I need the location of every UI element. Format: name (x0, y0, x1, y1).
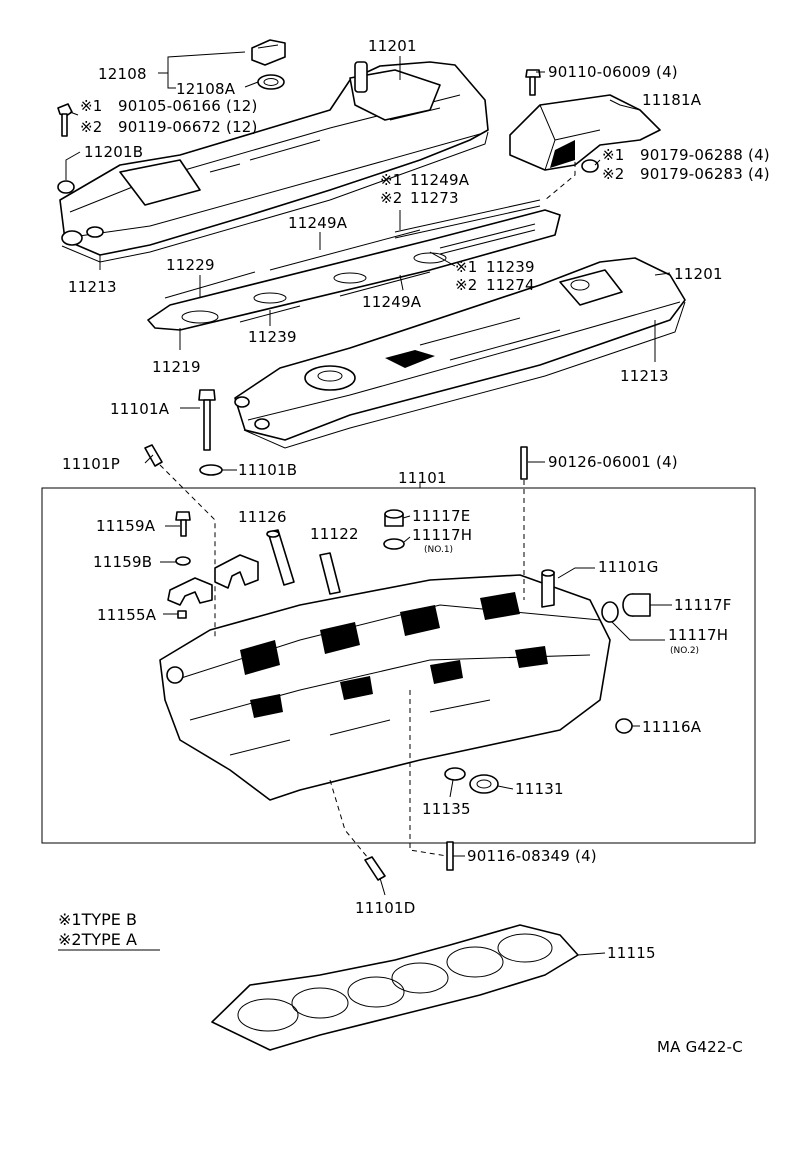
label-11159A[interactable]: 11159A (96, 517, 156, 535)
stud-90126[interactable] (520, 446, 528, 480)
pin-11101D[interactable] (364, 856, 386, 881)
tube-11101G[interactable] (541, 569, 555, 608)
label-11131[interactable]: 11131 (515, 780, 564, 798)
label-11249A-note[interactable]: 11249A (410, 171, 470, 189)
label-11117H-no1-note: (NO.1) (424, 545, 453, 555)
oil-filler-cap[interactable] (251, 39, 286, 66)
note-mark-1-a: ※1 (80, 97, 103, 115)
label-11239-note[interactable]: 11239 (486, 258, 535, 276)
label-11116A[interactable]: 11116A (642, 718, 702, 736)
head-bolt-11101A[interactable] (198, 389, 216, 451)
cylinder-head[interactable] (159, 574, 611, 801)
label-11229[interactable]: 11229 (166, 256, 215, 274)
label-11249A-a[interactable]: 11249A (288, 214, 348, 232)
diagram-reference-code: MA G422-C (657, 1038, 743, 1056)
valve-guide-11126[interactable] (266, 529, 295, 586)
label-90179-1[interactable]: 90179-06288 (4) (640, 146, 770, 164)
washer-11159B[interactable] (175, 556, 191, 566)
leader-lines (65, 51, 672, 956)
label-11213-right[interactable]: 11213 (620, 367, 669, 385)
plug-11116A[interactable] (615, 718, 633, 734)
cover-bolt-90110[interactable] (525, 69, 541, 96)
ring-11117H-no1[interactable] (383, 538, 405, 550)
note-mark-2-d: ※2 (455, 276, 478, 294)
cover-grommet-90179[interactable] (581, 159, 599, 173)
head-cover-gasket-11219[interactable] (147, 199, 561, 331)
label-11117H-no2[interactable]: 11117H (668, 626, 728, 644)
plug-11117F[interactable] (622, 593, 651, 617)
oil-filler-cap-gasket[interactable] (257, 74, 285, 90)
cylinder-head-cover-rear[interactable] (234, 257, 686, 449)
label-11181A[interactable]: 11181A (642, 91, 702, 109)
bearing-cap-right[interactable] (214, 554, 259, 589)
label-11122[interactable]: 11122 (310, 525, 359, 543)
bearing-cap-left[interactable] (167, 577, 213, 606)
label-11101B[interactable]: 11101B (238, 461, 297, 479)
note-mark-2-a: ※2 (80, 118, 103, 136)
legend-type-a: ※2TYPE A (58, 930, 137, 949)
note-mark-1-c: ※1 (380, 171, 403, 189)
label-11239[interactable]: 11239 (248, 328, 297, 346)
label-90116[interactable]: 90116-08349 (4) (467, 847, 597, 865)
note-mark-2-b: ※2 (602, 165, 625, 183)
label-11115[interactable]: 11115 (607, 944, 656, 962)
label-12108A[interactable]: 12108A (176, 80, 236, 98)
label-90126[interactable]: 90126-06001 (4) (548, 453, 678, 471)
head-cover-grommet[interactable] (57, 180, 75, 194)
label-12108[interactable]: 12108 (98, 65, 147, 83)
spark-plug-cover[interactable] (509, 94, 661, 171)
label-11101P[interactable]: 11101P (62, 455, 120, 473)
label-90105[interactable]: 90105-06166 (12) (118, 97, 258, 115)
note-mark-1-b: ※1 (602, 146, 625, 164)
plug-11117E[interactable] (384, 509, 404, 527)
stud-11101P[interactable] (144, 444, 163, 467)
head-cover-bolt[interactable] (57, 103, 73, 137)
label-11101A[interactable]: 11101A (110, 400, 170, 418)
label-90119[interactable]: 90119-06672 (12) (118, 118, 258, 136)
stud-90116[interactable] (446, 841, 454, 871)
label-11219[interactable]: 11219 (152, 358, 201, 376)
label-11159B[interactable]: 11159B (93, 553, 152, 571)
label-11101G[interactable]: 11101G (598, 558, 659, 576)
cylinder-head-cover-front[interactable] (59, 61, 489, 263)
label-11273[interactable]: 11273 (410, 189, 459, 207)
label-11101[interactable]: 11101 (398, 469, 447, 487)
label-90110[interactable]: 90110-06009 (4) (548, 63, 678, 81)
washer-11101B[interactable] (199, 464, 223, 476)
seal-11131[interactable] (469, 774, 499, 794)
note-mark-2-c: ※2 (380, 189, 403, 207)
valve-guide-11122[interactable] (319, 552, 341, 595)
ring-11117H-no2[interactable] (601, 601, 619, 623)
label-11135[interactable]: 11135 (422, 800, 471, 818)
label-11201-right[interactable]: 11201 (674, 265, 723, 283)
label-11155A[interactable]: 11155A (97, 606, 157, 624)
label-11274[interactable]: 11274 (486, 276, 535, 294)
part-labels: 12108 12108A 11201 ※1 90105-06166 (12) ※… (62, 37, 770, 962)
label-11117H-no1[interactable]: 11117H (412, 526, 472, 544)
label-11117F[interactable]: 11117F (674, 596, 732, 614)
cylinder-head-assembly-frame (41, 487, 756, 844)
legend-type-b: ※1TYPE B (58, 910, 137, 929)
cylinder-head-gasket[interactable] (211, 924, 579, 1051)
type-legend: ※1TYPE B ※2TYPE A (58, 910, 160, 951)
label-90179-2[interactable]: 90179-06283 (4) (640, 165, 770, 183)
note-mark-1-d: ※1 (455, 258, 478, 276)
label-11126[interactable]: 11126 (238, 508, 287, 526)
label-11101D[interactable]: 11101D (355, 899, 415, 917)
label-11117E[interactable]: 11117E (412, 507, 470, 525)
label-11249A-b[interactable]: 11249A (362, 293, 422, 311)
bolt-11159A[interactable] (175, 511, 191, 537)
plug-11155A[interactable] (177, 610, 187, 619)
label-11201-top[interactable]: 11201 (368, 37, 417, 55)
label-11213-left[interactable]: 11213 (68, 278, 117, 296)
ring-11135[interactable] (444, 767, 466, 781)
label-11117H-no2-note: (NO.2) (670, 646, 699, 656)
label-11201B[interactable]: 11201B (84, 143, 143, 161)
